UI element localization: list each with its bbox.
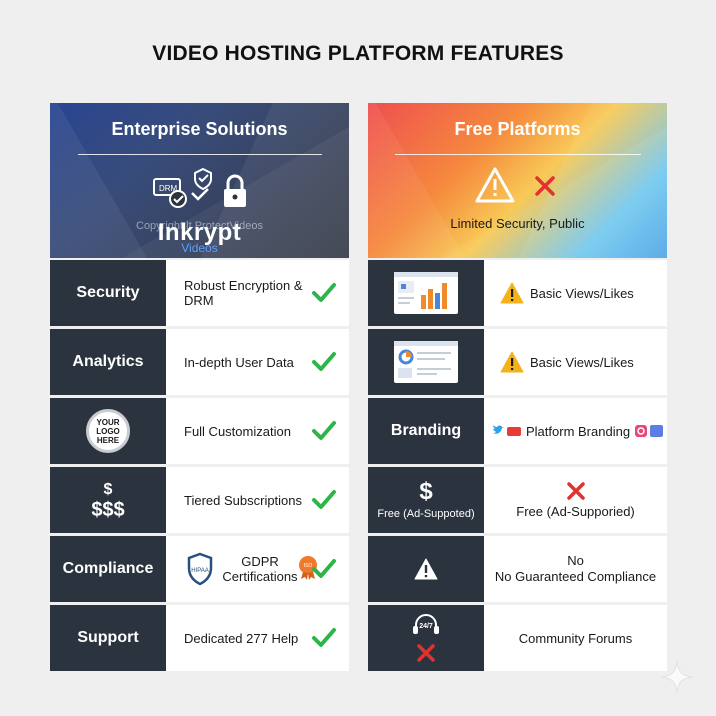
free-row-compliance: No No Guaranteed Compliance (368, 536, 667, 602)
page-title: VIDEO HOSTING PLATFORM FEATURES (152, 42, 564, 65)
enterprise-header: Enterprise Solutions DRM Copyright lt Pr… (50, 103, 349, 258)
warning-icon (500, 282, 524, 304)
row-value: In-depth User Data (166, 329, 349, 395)
free-row-analytics-2: Basic Views/Likes (368, 329, 667, 395)
row-value-text: In-depth User Data (184, 354, 294, 370)
free-row-analytics-1: Basic Views/Likes (368, 260, 667, 326)
dollar-large: $$$ (91, 499, 125, 521)
feature-row-customization: YOUR LOGO HERE Full Customization (50, 398, 349, 464)
cross-icon (566, 482, 585, 500)
row-value: Free (Ad-Supporied) (484, 467, 667, 533)
analytics-dashboard-icon (368, 329, 484, 395)
svg-text:DRM: DRM (159, 184, 178, 193)
inkrypt-logo: Inkrypt Videos (50, 219, 349, 255)
row-value: Platform Branding (484, 398, 667, 464)
check-icon (312, 490, 336, 509)
row-value-text: Full Customization (184, 423, 291, 439)
row-value: Robust Encryption & DRM (166, 260, 349, 326)
row-label: Analytics (50, 329, 166, 395)
free-header: Free Platforms Limited Security, Public (368, 103, 667, 258)
row-value-text: Basic Views/Likes (530, 354, 634, 370)
feature-row-security: Security Robust Encryption & DRM (50, 260, 349, 326)
enterprise-heading: Enterprise Solutions (111, 119, 288, 139)
headset-text: 24/7 (419, 623, 433, 630)
free-heading: Free Platforms (454, 119, 581, 139)
enterprise-column: Enterprise Solutions DRM Copyright lt Pr… (50, 103, 349, 671)
analytics-dashboard-icon (368, 260, 484, 326)
sparkle-icon (660, 660, 694, 694)
row-value-line2: No Guaranteed Compliance (494, 569, 657, 584)
row-label: Security (50, 260, 166, 326)
feature-row-support: Support Dedicated 277 Help (50, 605, 349, 671)
row-value: No No Guaranteed Compliance (484, 536, 667, 602)
row-value: HIPAA GDPR Certifications ISO (166, 536, 349, 602)
free-caption: Limited Security, Public (450, 216, 585, 231)
badge-left-text: HIPAA (191, 568, 209, 574)
badge-right-text: ISO (304, 563, 313, 569)
check-icon (312, 352, 336, 371)
row-value-text: Dedicated 277 Help (184, 630, 299, 646)
row-label: Support (50, 605, 166, 671)
check-icon (312, 283, 336, 302)
instagram-icon (635, 425, 664, 437)
header-divider (394, 154, 641, 155)
row-label: Compliance (50, 536, 166, 602)
brand-sub: Videos (181, 241, 218, 255)
free-row-branding: Branding Platform Branding (368, 398, 667, 464)
dollar-icon-cell: $ Free (Ad-Suppoted) (368, 467, 484, 533)
drm-lock-shield-icon: DRM (153, 167, 246, 208)
label-subtext: Free (Ad-Suppoted) (377, 508, 475, 520)
warning-cross-icon (475, 167, 555, 203)
logo-placeholder-text: YOUR LOGO HERE (96, 417, 120, 445)
row-value-line1: No (567, 553, 584, 568)
row-value-text: Basic Views/Likes (530, 285, 634, 301)
feature-row-compliance: Compliance HIPAA GDPR Certifications ISO (50, 536, 349, 602)
warning-icon (414, 558, 438, 580)
warning-icon (500, 351, 524, 373)
free-row-monetization: $ Free (Ad-Suppoted) Free (Ad-Supporied) (368, 467, 667, 533)
logo-placeholder-cell: YOUR LOGO HERE (50, 398, 166, 464)
check-icon (312, 628, 336, 647)
row-value-text: Tiered Subscriptions (184, 492, 303, 508)
row-value-text: Free (Ad-Supporied) (516, 504, 635, 519)
row-value: Dedicated 277 Help (166, 605, 349, 671)
row-value: Tiered Subscriptions (166, 467, 349, 533)
brand-name: Inkrypt (157, 219, 242, 246)
row-value: Basic Views/Likes (484, 260, 667, 326)
row-value-text: Robust Encryption & DRM (184, 278, 303, 308)
hipaa-shield-icon: HIPAA (187, 552, 213, 586)
row-value: Community Forums (484, 605, 667, 671)
cross-icon (417, 644, 435, 662)
row-value-text: Platform Branding (526, 423, 631, 439)
warning-icon-cell (368, 536, 484, 602)
copyright-watermark: Copyright lt ProtectVideos (136, 220, 263, 232)
dollar-small: $ (103, 481, 113, 498)
dollar-signs-icon: $ $$$ (50, 467, 166, 533)
headset-icon: 24/7 (413, 614, 439, 634)
row-value-text: Community Forums (518, 630, 633, 646)
free-row-support: 24/7 Community Forums (368, 605, 667, 671)
feature-row-analytics: Analytics In-depth User Data (50, 329, 349, 395)
header-divider (77, 154, 322, 155)
check-icon (312, 421, 336, 440)
row-value-text: GDPR Certifications (222, 554, 298, 584)
check-icon (312, 559, 336, 578)
feature-row-monetization: $ $$$ Tiered Subscriptions (50, 467, 349, 533)
row-value: Basic Views/Likes (484, 329, 667, 395)
social-icons (493, 425, 521, 436)
free-column: Free Platforms Limited Security, Public (368, 103, 667, 671)
row-value: Full Customization (166, 398, 349, 464)
logo-placeholder-icon: YOUR LOGO HERE (86, 409, 130, 453)
row-label: Branding (368, 398, 484, 464)
dollar-icon: $ (419, 478, 433, 505)
headset-icon-cell: 24/7 (368, 605, 484, 671)
